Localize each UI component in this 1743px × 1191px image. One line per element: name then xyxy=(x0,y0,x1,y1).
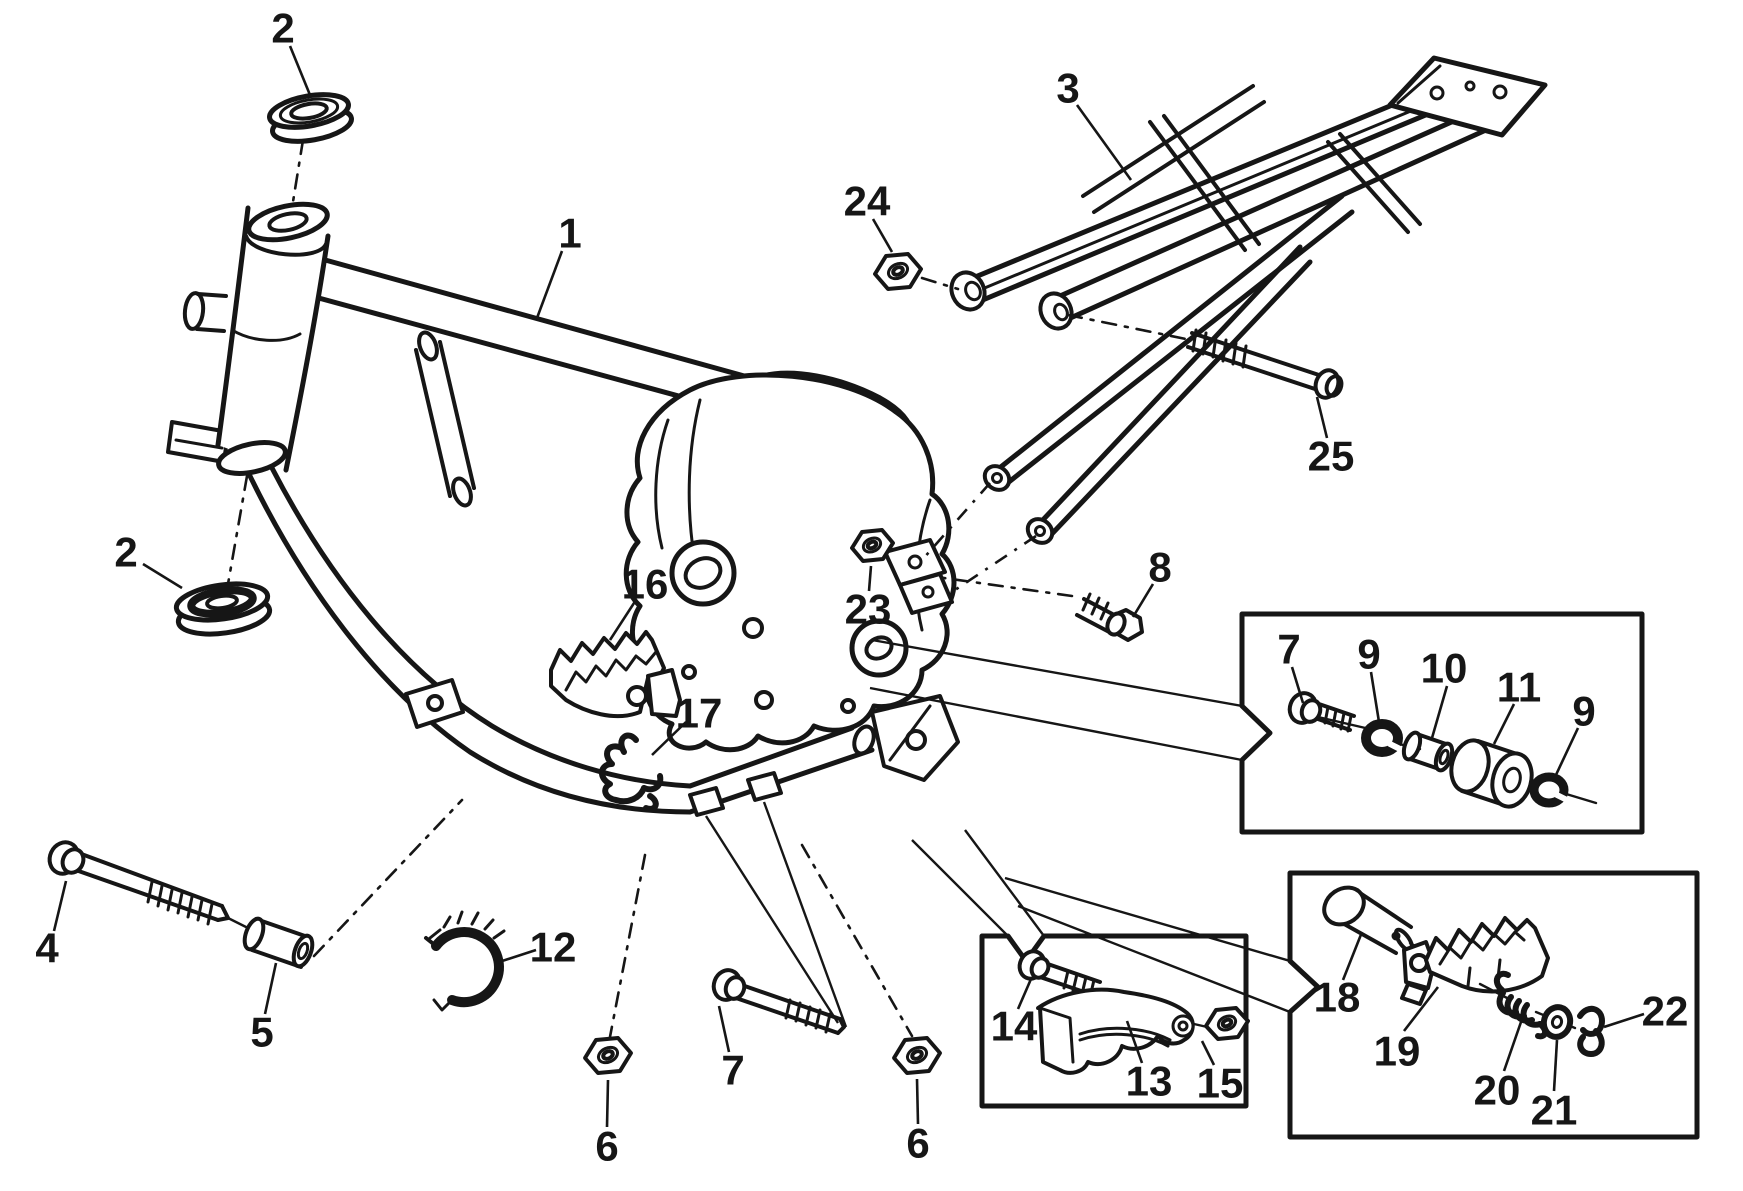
bolt-4-drawing xyxy=(47,840,250,930)
callout-leader-16 xyxy=(608,599,638,641)
callout-lines xyxy=(704,482,1319,1028)
callout-leader-5 xyxy=(263,962,278,1015)
nut-23-drawing xyxy=(850,528,895,563)
part-callout-4: 4 xyxy=(35,925,59,972)
part-callout-7-inset: 7 xyxy=(1277,626,1300,673)
part-callout-23: 23 xyxy=(845,586,892,633)
part-callout-17: 17 xyxy=(676,690,723,737)
callout-leader-7-frame xyxy=(717,1005,731,1053)
head-tube-drawing xyxy=(182,201,331,476)
callout-leader-17 xyxy=(651,721,687,756)
nut-6-right-drawing xyxy=(800,843,942,1075)
part-callout-2-left: 2 xyxy=(114,529,137,576)
bolt-25-drawing xyxy=(1066,313,1344,400)
callout-leader-11-inset xyxy=(1492,703,1516,745)
part-callout-9-inset-left: 9 xyxy=(1357,631,1380,678)
callout-leader-10-inset xyxy=(1430,685,1449,739)
callout-leader-3 xyxy=(1075,104,1133,181)
callout-leader-13 xyxy=(1125,1020,1144,1064)
subframe-drawing xyxy=(949,55,1548,545)
part-callout-10-inset: 10 xyxy=(1421,645,1468,692)
callout-leader-22 xyxy=(1603,1012,1645,1029)
leader-lines-layer xyxy=(52,45,1645,1128)
callout-leader-6-right xyxy=(915,1078,920,1125)
callout-leader-6-left xyxy=(605,1079,610,1128)
part-callout-1: 1 xyxy=(558,210,581,257)
spring-17-drawing xyxy=(599,732,664,812)
nut-6-left-drawing xyxy=(583,853,647,1075)
part-callout-6-right: 6 xyxy=(906,1120,929,1167)
part-callout-5: 5 xyxy=(250,1009,273,1056)
bolt-7-frame-drawing xyxy=(711,968,846,1035)
callout-leader-2-top xyxy=(288,45,312,96)
spacer-5-drawing xyxy=(242,798,464,969)
part-callout-18: 18 xyxy=(1314,974,1361,1021)
clamp-12-drawing xyxy=(424,910,506,1012)
callout-leader-23 xyxy=(867,565,873,592)
part-callout-12: 12 xyxy=(530,924,577,971)
part-callout-9-inset-right: 9 xyxy=(1572,688,1595,735)
callout-leader-4 xyxy=(52,880,68,932)
footpeg-inset-parts xyxy=(1322,885,1605,1057)
part-callout-13: 13 xyxy=(1126,1058,1173,1105)
callout-leader-9-inset-right xyxy=(1553,727,1580,778)
part-callout-11-inset: 11 xyxy=(1497,664,1541,711)
part-callout-20: 20 xyxy=(1474,1067,1521,1114)
callout-leader-21 xyxy=(1552,1039,1559,1092)
callout-leader-19 xyxy=(1402,986,1440,1032)
callout-leader-24 xyxy=(871,218,894,253)
callout-leader-1 xyxy=(535,250,564,319)
frame-drawing xyxy=(166,255,960,817)
callout-leader-2-left xyxy=(142,562,183,590)
callout-leader-18 xyxy=(1341,931,1364,981)
bearing-left-drawing xyxy=(173,474,273,637)
callout-leader-25 xyxy=(1315,396,1329,439)
part-callout-24: 24 xyxy=(844,178,891,225)
callout-leader-15 xyxy=(1200,1040,1216,1066)
part-callout-25: 25 xyxy=(1308,433,1355,480)
part-callout-2-top: 2 xyxy=(271,5,294,52)
bearing-top-drawing xyxy=(267,92,354,210)
part-callout-3: 3 xyxy=(1056,65,1079,112)
part-callout-14: 14 xyxy=(991,1003,1038,1050)
nut-24-drawing xyxy=(873,252,960,291)
callout-leader-9-inset-left xyxy=(1369,671,1381,723)
part-callout-15: 15 xyxy=(1197,1060,1244,1107)
callout-leader-20 xyxy=(1502,1021,1523,1072)
part-callout-8: 8 xyxy=(1148,544,1171,591)
bolt-8-drawing xyxy=(928,574,1144,642)
roller-inset-parts xyxy=(1287,691,1598,809)
part-callout-21: 21 xyxy=(1531,1087,1578,1134)
callout-leader-8 xyxy=(1131,583,1155,618)
part-callout-7-frame: 7 xyxy=(721,1047,744,1094)
callout-leader-7-inset xyxy=(1290,666,1305,704)
part-callout-16: 16 xyxy=(622,561,669,608)
part-callout-22: 22 xyxy=(1642,988,1689,1035)
chain-guide-inset-parts xyxy=(1017,949,1250,1075)
part-callout-6-left: 6 xyxy=(595,1123,618,1170)
callout-leader-14 xyxy=(1016,978,1033,1010)
part-callout-19: 19 xyxy=(1374,1028,1421,1075)
callout-leader-12 xyxy=(495,948,537,965)
footpeg-16-drawing xyxy=(549,630,682,719)
